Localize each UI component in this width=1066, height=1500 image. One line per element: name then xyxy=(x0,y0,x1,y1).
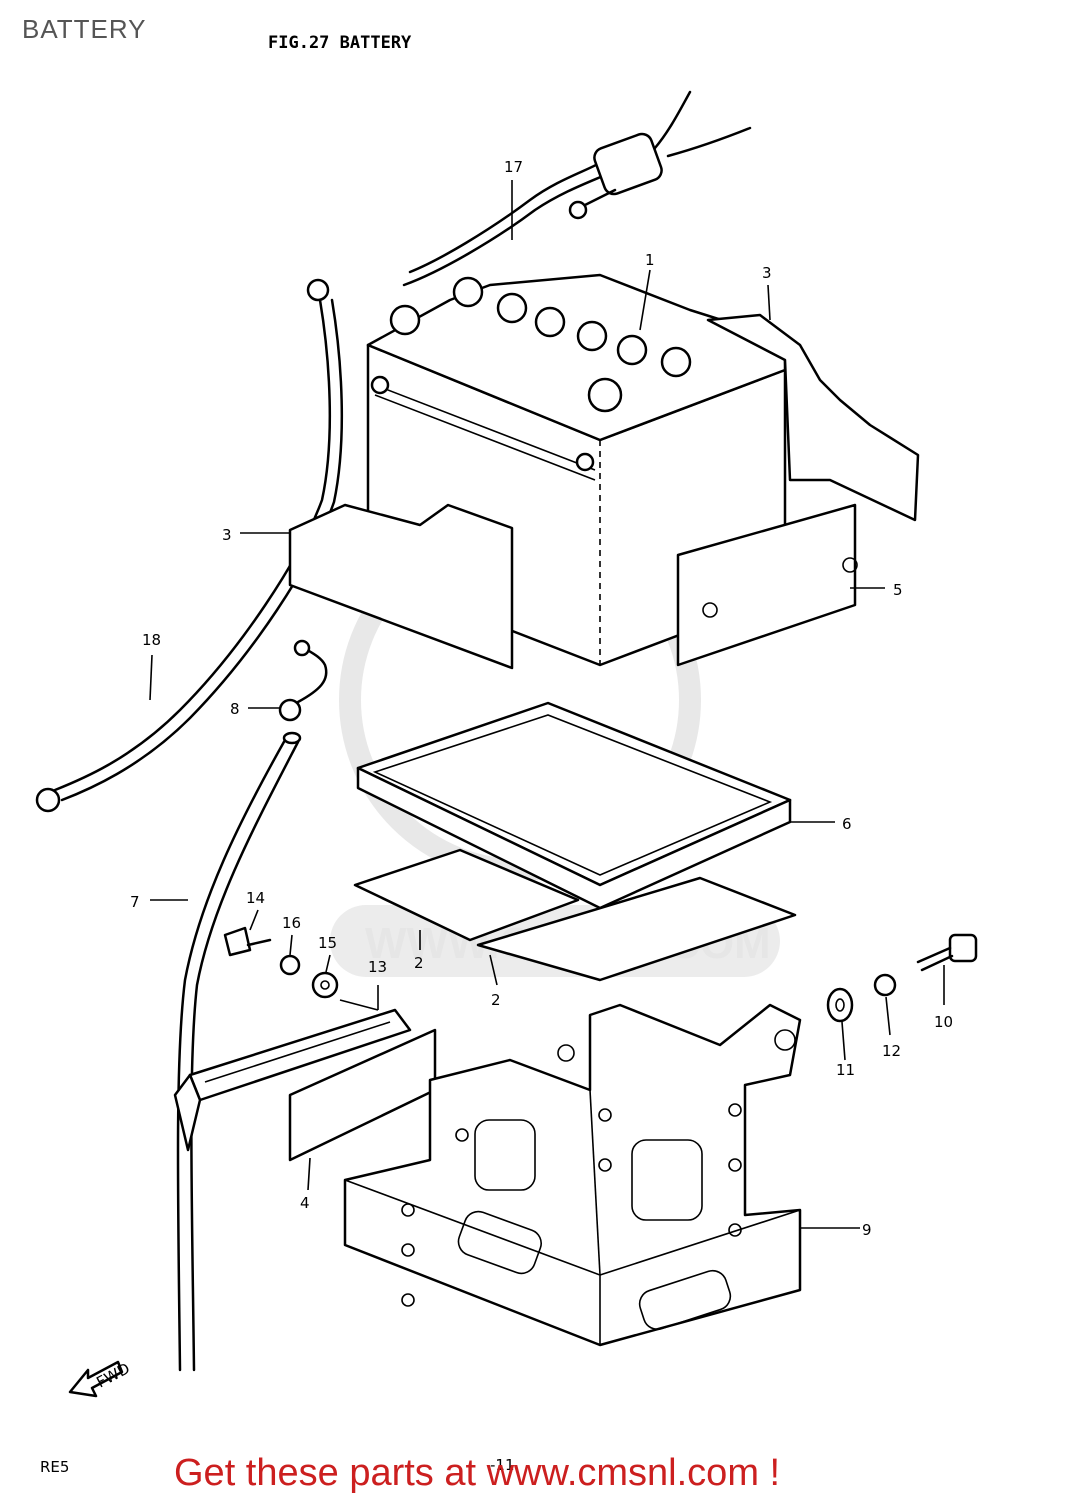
page-title: BATTERY xyxy=(22,14,147,44)
callout-15: 15 xyxy=(318,934,337,952)
callout-5: 5 xyxy=(893,581,903,599)
part-3-pad-right xyxy=(706,313,920,522)
leader-lines xyxy=(149,180,945,1229)
callout-17: 17 xyxy=(504,158,523,176)
callout-2-right: 2 xyxy=(491,991,501,1009)
forward-arrow-icon xyxy=(68,1360,124,1398)
callout-10: 10 xyxy=(934,1013,953,1031)
part-3-pad-left xyxy=(288,503,514,670)
callout-12: 12 xyxy=(882,1042,901,1060)
callout-2-left: 2 xyxy=(414,954,424,972)
part-18-negative-cable xyxy=(35,278,344,813)
callout-7: 7 xyxy=(130,893,140,911)
callout-8: 8 xyxy=(230,700,240,718)
part-9-battery-holder xyxy=(343,1003,802,1347)
footer-parts-link[interactable]: Get these parts at www.cmsnl.com ! xyxy=(174,1452,781,1494)
callout-13: 13 xyxy=(368,958,387,976)
part-10-bolt xyxy=(916,933,978,972)
callout-9: 9 xyxy=(862,1221,872,1239)
callout-18: 18 xyxy=(142,631,161,649)
part-12-lockwasher xyxy=(873,973,897,997)
part-11-washer xyxy=(826,987,854,1023)
part-6-tray xyxy=(356,701,792,910)
callout-16: 16 xyxy=(282,914,301,932)
figure-heading: FIG.27 BATTERY xyxy=(268,33,412,53)
callout-3-right: 3 xyxy=(762,264,772,282)
callout-6: 6 xyxy=(842,815,852,833)
part-15-washer xyxy=(311,971,339,999)
callout-4: 4 xyxy=(300,1194,310,1212)
part-2-sheets xyxy=(353,848,797,982)
part-7-tube xyxy=(176,731,302,1372)
callout-1: 1 xyxy=(645,251,655,269)
page-code: RE5 xyxy=(40,1458,69,1476)
callout-11: 11 xyxy=(836,1061,855,1079)
part-13-bracket xyxy=(173,1008,412,1152)
part-16-lockwasher xyxy=(279,954,301,976)
callout-14: 14 xyxy=(246,889,265,907)
battery-caps xyxy=(389,276,692,413)
part-14-bolt xyxy=(223,926,272,957)
callout-3-left: 3 xyxy=(222,526,232,544)
part-5-plate xyxy=(676,503,858,667)
page-number: -11 xyxy=(490,1456,515,1474)
part-8-ground-lead xyxy=(278,639,328,722)
part-17-positive-cable xyxy=(402,90,752,287)
